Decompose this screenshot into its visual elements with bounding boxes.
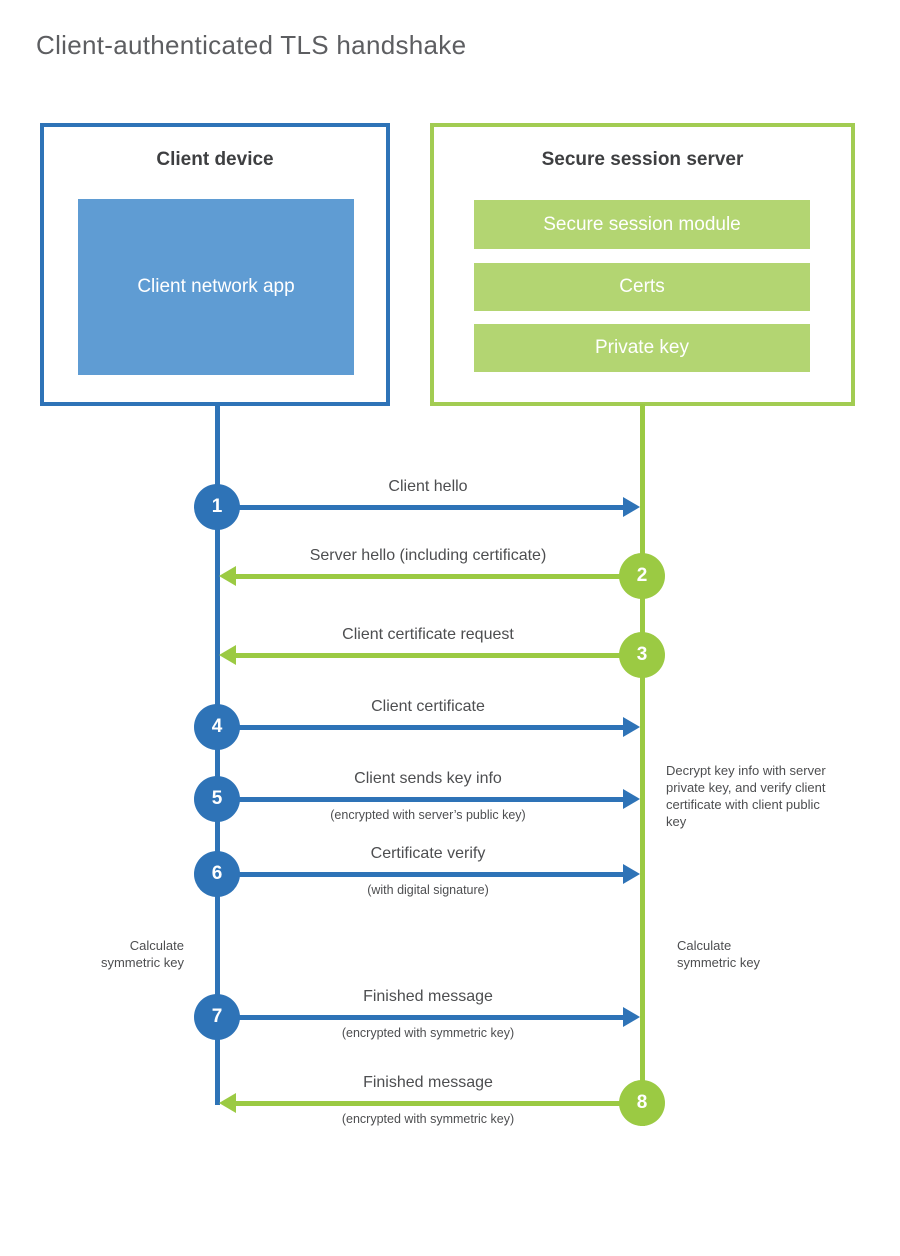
step-4-label: Client certificate [371,698,485,715]
step-6-number-badge: 6 [194,851,240,897]
step-6-sublabel: (with digital signature) [367,883,489,897]
step-3-label: Client certificate request [342,626,514,643]
step-2-arrow-shaft [234,574,642,579]
server-module-certs: Certs [474,263,810,311]
step-6-label: Certificate verify [370,845,486,862]
step-1-arrowhead-icon [623,497,640,517]
server-module-secure-session-module: Secure session module [474,200,810,249]
step-4-arrowhead-icon [623,717,640,737]
step-8-arrowhead-icon [219,1093,236,1113]
step-2-arrowhead-icon [219,566,236,586]
step-1-arrow-shaft [217,505,623,510]
step-8-label: Finished message [363,1074,493,1091]
step-8-sublabel: (encrypted with symmetric key) [341,1112,515,1126]
step-7-arrow-shaft [217,1015,623,1020]
server-lifeline [640,404,645,1126]
step-7-arrowhead-icon [623,1007,640,1027]
decrypt-key-note: Decrypt key info with server private key… [666,763,826,829]
client-device-title: Client device [156,149,274,170]
step-2-label: Server hello (including certificate) [309,547,547,564]
step-6-arrow-shaft [217,872,623,877]
client-network-app-box: Client network app [78,199,354,375]
step-8-number-badge: 8 [619,1080,665,1126]
calculate-symmetric-key-note-client: Calculate symmetric key [100,938,184,970]
step-3-arrowhead-icon [219,645,236,665]
step-7-label: Finished message [363,988,493,1005]
page-title: Client-authenticated TLS handshake [36,30,467,60]
client-network-app-label: Client network app [137,276,295,298]
step-4-arrow-shaft [217,725,623,730]
step-3-number-badge: 3 [619,632,665,678]
calculate-symmetric-key-note-server: Calculate symmetric key [677,938,761,970]
step-1-number-badge: 1 [194,484,240,530]
step-5-arrow-shaft [217,797,623,802]
step-5-label: Client sends key info [354,770,502,787]
step-5-arrowhead-icon [623,789,640,809]
step-7-sublabel: (encrypted with symmetric key) [341,1026,515,1040]
server-module-private-key: Private key [474,324,810,372]
step-4-number-badge: 4 [194,704,240,750]
step-6-arrowhead-icon [623,864,640,884]
step-3-arrow-shaft [234,653,642,658]
step-7-number-badge: 7 [194,994,240,1040]
client-lifeline [215,404,220,1105]
step-2-number-badge: 2 [619,553,665,599]
step-1-label: Client hello [388,478,468,495]
step-8-arrow-shaft [234,1101,642,1106]
secure-session-server-title: Secure session server [541,149,744,170]
step-5-sublabel: (encrypted with server’s public key) [330,808,526,822]
step-5-number-badge: 5 [194,776,240,822]
